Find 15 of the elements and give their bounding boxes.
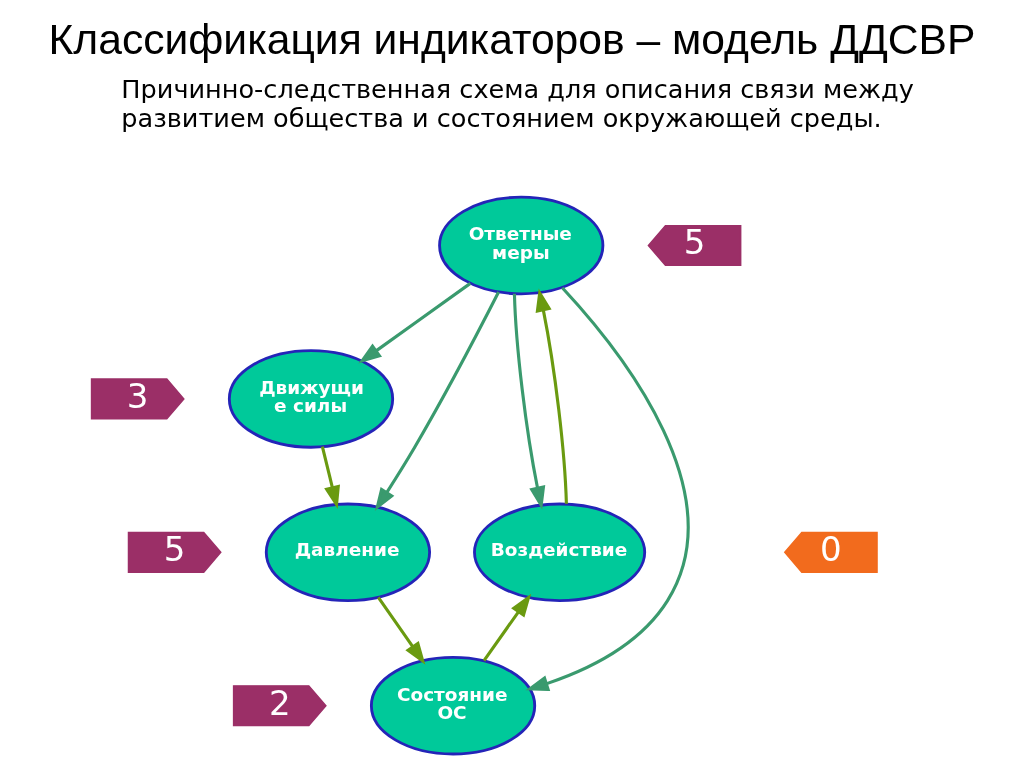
- node-ellipse: Движущи е силы: [227, 349, 395, 449]
- arrow: [377, 596, 426, 665]
- arrow: [482, 593, 532, 662]
- arrow: [512, 293, 546, 510]
- arrow: [535, 288, 568, 504]
- node-ellipse: Давление: [264, 502, 432, 603]
- arrow: [358, 282, 472, 364]
- node-ellipse: Ответные меры: [438, 195, 605, 296]
- node-ellipse: Воздействие: [473, 502, 647, 603]
- label: Причинно-следственная схема для описания связи между развитием общества и состоянием окружающей среды.: [121, 74, 914, 133]
- diagram-title: Классификация индикаторов – модель ДДСВР: [48, 14, 976, 63]
- arrow: [525, 286, 690, 692]
- arrow: [320, 446, 341, 509]
- arrow: [374, 291, 500, 511]
- node-ellipse: Состояние ОС: [369, 656, 537, 756]
